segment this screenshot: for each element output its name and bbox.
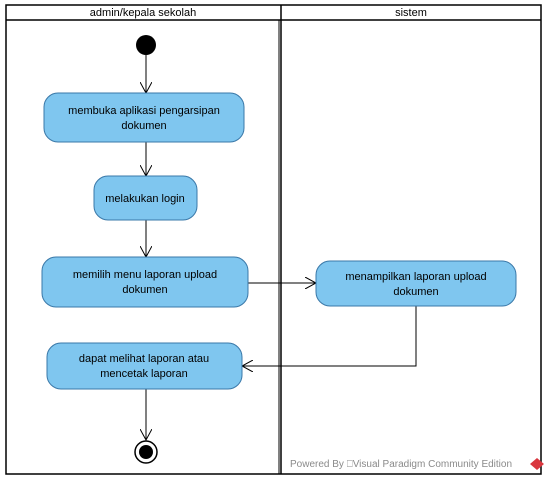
swimlane-header-admin: admin/kepala sekolah <box>90 7 196 19</box>
action-box <box>315 260 517 307</box>
action-label: dapat melihat laporan atau <box>79 353 209 365</box>
watermark: Powered By ⎕Visual Paradigm Community Ed… <box>290 458 544 470</box>
action-label: memilih menu laporan upload <box>73 269 217 281</box>
action-show-report[interactable]: menampilkan laporan upload dokumen <box>315 260 517 307</box>
initial-node[interactable] <box>136 35 156 55</box>
action-label: dokumen <box>393 286 438 298</box>
action-box <box>43 92 245 143</box>
action-label: dokumen <box>121 120 166 132</box>
swimlane-frame <box>5 4 542 475</box>
action-box <box>41 256 249 308</box>
action-label: dokumen <box>122 284 167 296</box>
action-box <box>46 342 243 390</box>
final-node[interactable] <box>134 440 158 464</box>
action-view-or-print-report[interactable]: dapat melihat laporan atau mencetak lapo… <box>46 342 243 390</box>
action-label: melakukan login <box>105 193 185 205</box>
final-node-core <box>139 445 153 459</box>
action-login[interactable]: melakukan login <box>93 175 198 221</box>
swimlane-header-sistem: sistem <box>395 7 427 19</box>
action-box <box>93 175 198 221</box>
action-label: menampilkan laporan upload <box>345 271 486 283</box>
control-flows <box>146 55 417 440</box>
watermark-text: Powered By ⎕Visual Paradigm Community Ed… <box>290 459 512 470</box>
action-open-app[interactable]: membuka aplikasi pengarsipan dokumen <box>43 92 245 143</box>
action-label: mencetak laporan <box>100 368 187 380</box>
action-label: membuka aplikasi pengarsipan <box>68 105 220 117</box>
flow-show-report-to-view-report <box>242 306 417 366</box>
action-select-report-menu[interactable]: memilih menu laporan upload dokumen <box>41 256 249 308</box>
swimlane-border <box>5 4 542 475</box>
visual-paradigm-logo-icon <box>530 458 544 470</box>
